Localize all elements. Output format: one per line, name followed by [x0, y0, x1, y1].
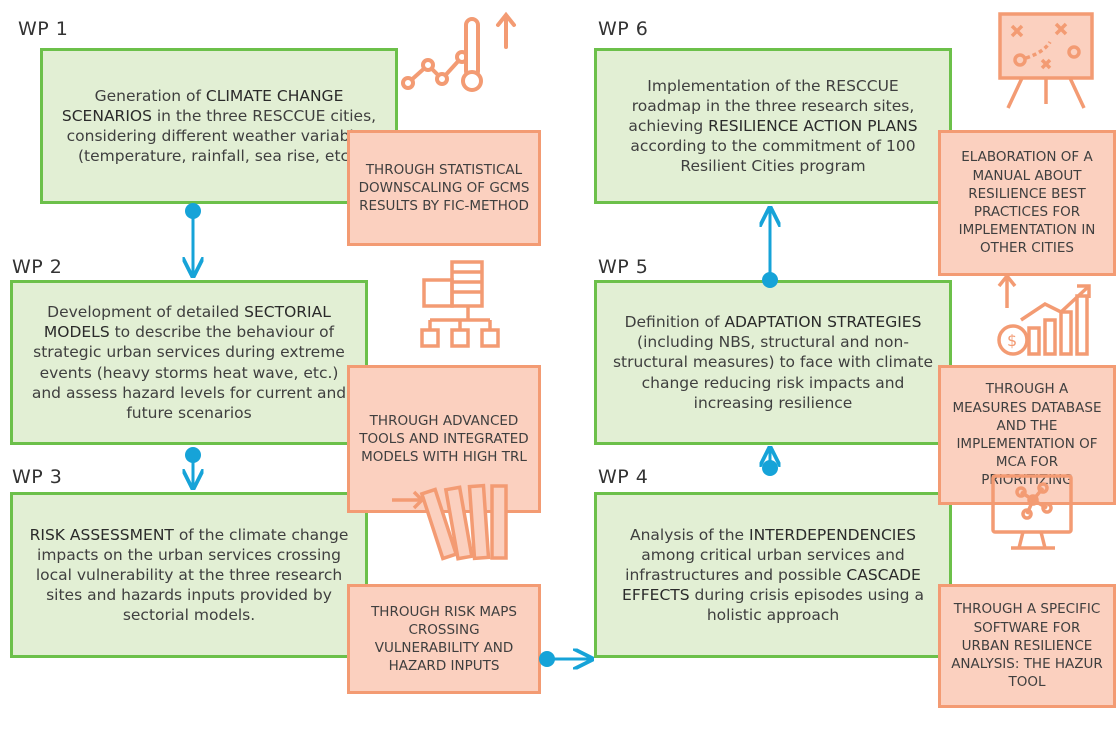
connector-dot-wp4 [762, 460, 778, 476]
wp5-description: Definition of ADAPTATION STRATEGIES (inc… [594, 280, 952, 445]
keyword: CASCADE EFFECTS [622, 565, 921, 605]
keyword: ADAPTATION STRATEGIES [724, 313, 922, 332]
wp1-method: THROUGH STATISTICAL DOWNSCALING OF GCMS … [347, 130, 541, 246]
connector-dot-wp2 [185, 447, 201, 463]
keyword: RISK ASSESSMENT [29, 525, 174, 544]
description-text: Definition of ADAPTATION STRATEGIES (inc… [611, 312, 935, 413]
keyword: RESILIENCE ACTION PLANS [708, 116, 918, 135]
wp4-description: Analysis of the INTERDEPENDENCIES among … [594, 492, 952, 658]
wp2-description: Development of detailed SECTORIAL MODELS… [10, 280, 368, 445]
keyword: INTERDEPENDENCIES [749, 525, 917, 544]
text-run: Generation of [94, 86, 206, 105]
keyword: SECTORIAL MODELS [43, 303, 331, 342]
wp3-label: WP 3 [12, 466, 63, 488]
description-text: RISK ASSESSMENT of the climate change im… [27, 525, 351, 626]
strategy-board-icon [998, 12, 1094, 109]
text-run: Development of detailed [47, 303, 245, 322]
dollar-growth-chart-icon: $ [997, 273, 1091, 356]
svg-text:$: $ [1007, 331, 1017, 350]
text-run: among critical urban services and infras… [625, 545, 905, 584]
falling-dominoes-icon [392, 483, 508, 561]
text-run: in the three RESCCUE cities, considering… [66, 106, 377, 166]
wp1-label: WP 1 [18, 18, 69, 40]
wp5-method: THROUGH A MEASURES DATABASE AND THE IMPL… [938, 365, 1116, 505]
wp4-method: THROUGH A SPECIFIC SOFTWARE FOR URBAN RE… [938, 584, 1116, 708]
text-run: (including NBS, structural and non-struc… [612, 333, 934, 412]
description-text: Generation of CLIMATE CHANGE SCENARIOS i… [57, 86, 381, 167]
wp1-description: Generation of CLIMATE CHANGE SCENARIOS i… [40, 48, 398, 204]
wp6-description: Implementation of the RESCCUE roadmap in… [594, 48, 952, 204]
thermometer-trend-icon [401, 11, 516, 92]
description-text: Development of detailed SECTORIAL MODELS… [27, 302, 351, 423]
keyword: CLIMATE CHANGE SCENARIOS [61, 86, 344, 125]
monitor-network-icon [991, 474, 1073, 550]
text-run: of the climate change impacts on the urb… [35, 525, 349, 625]
text-run: to describe the behaviour of strategic u… [31, 323, 347, 422]
wp6-method: ELABORATION OF A MANUAL ABOUT RESILIENCE… [938, 130, 1116, 276]
text-run: Analysis of the [629, 525, 749, 544]
text-run: according to the commitment of 100 Resil… [630, 137, 916, 176]
text-run: during crisis episodes using a holistic … [689, 586, 924, 625]
text-run: Definition of [624, 313, 725, 332]
connector-dot-wp3 [539, 651, 555, 667]
wp2-label: WP 2 [12, 256, 63, 278]
wp5-label: WP 5 [598, 256, 649, 278]
description-text: Analysis of the INTERDEPENDENCIES among … [611, 525, 935, 626]
wp6-label: WP 6 [598, 18, 649, 40]
connector-dot-wp5 [762, 272, 778, 288]
wp4-label: WP 4 [598, 466, 649, 488]
description-text: Implementation of the RESCCUE roadmap in… [611, 76, 935, 177]
wp3-description: RISK ASSESSMENT of the climate change im… [10, 492, 368, 658]
connector-dot-wp1 [185, 203, 201, 219]
buildings-network-icon [420, 260, 500, 348]
text-run: Implementation of the RESCCUE roadmap in… [628, 76, 915, 135]
wp3-method: THROUGH RISK MAPS CROSSING VULNERABILITY… [347, 584, 541, 694]
